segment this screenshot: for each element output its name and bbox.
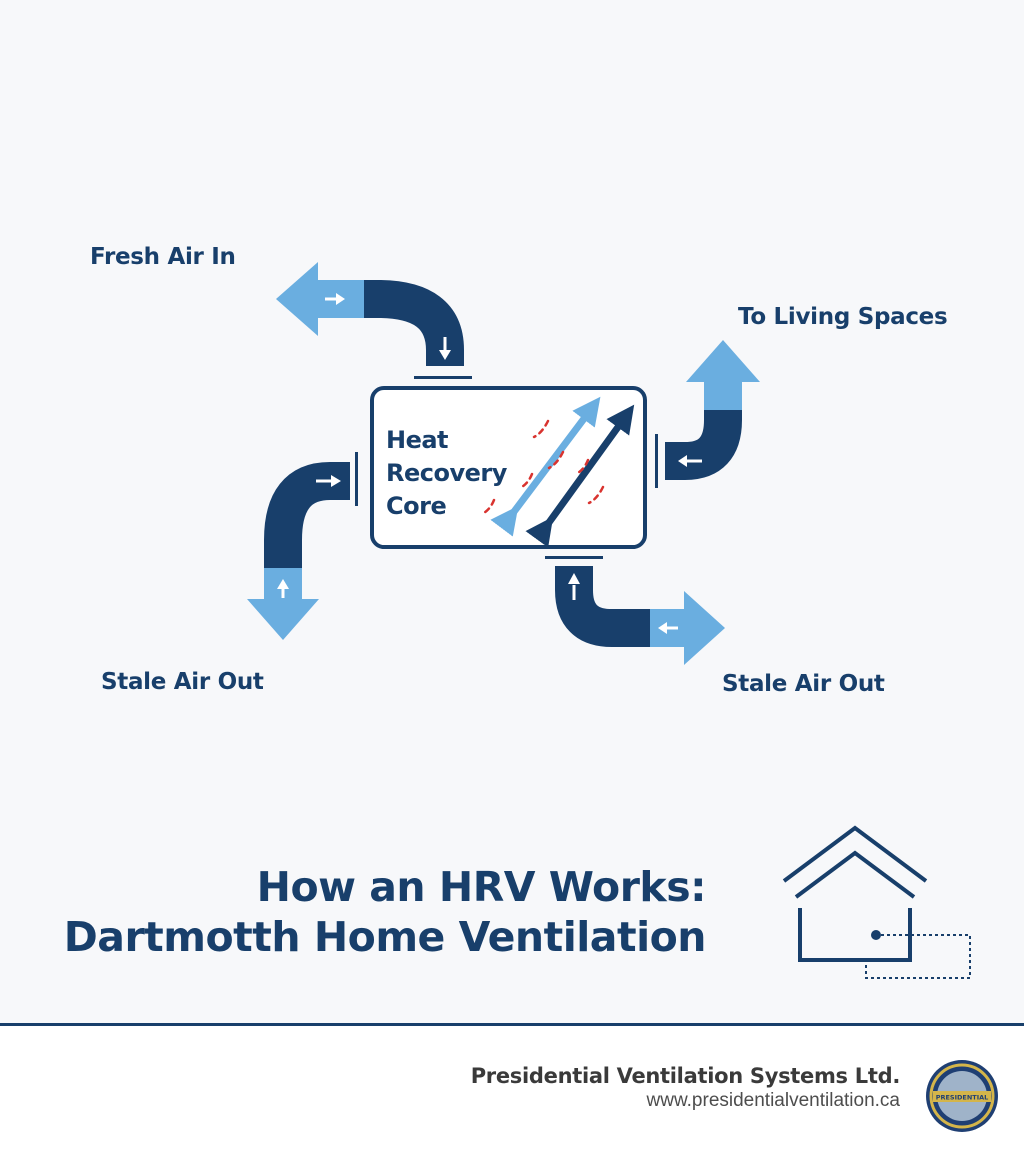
- arrow-up-icon: [568, 573, 580, 600]
- company-name: Presidential Ventilation Systems Ltd.: [470, 1064, 901, 1088]
- core-label-line1: Heat: [386, 426, 449, 454]
- stale-air-out-left-label: Stale Air Out: [101, 669, 264, 695]
- airflow-exchange-icon: [490, 396, 635, 548]
- arrow-right-icon: [325, 293, 345, 305]
- fresh-air-in-label: Fresh Air In: [90, 244, 236, 270]
- to-living-spaces-duct: [655, 340, 760, 488]
- core-label: Heat Recovery Core: [386, 424, 507, 523]
- to-living-spaces-label: To Living Spaces: [738, 304, 948, 330]
- company-url[interactable]: www.presidentialventilation.ca: [646, 1090, 900, 1111]
- stale-air-out-right-duct: [545, 556, 725, 665]
- title-line2: Dartmotth Home Ventilation: [63, 913, 707, 961]
- logo-text: PRESIDENTIAL: [936, 1094, 989, 1102]
- arrow-left-icon: [658, 622, 678, 634]
- title-line1: How an HRV Works:: [256, 863, 707, 911]
- footer: [0, 1026, 1024, 1154]
- footer-divider: [0, 1023, 1024, 1026]
- core-label-line3: Core: [386, 492, 447, 520]
- stale-air-out-right-label: Stale Air Out: [722, 671, 885, 697]
- page-title: How an HRV Works: Dartmotth Home Ventila…: [63, 862, 707, 962]
- core-label-line2: Recovery: [386, 459, 507, 487]
- arrow-up-icon: [277, 579, 289, 598]
- arrow-right-icon: [316, 475, 341, 487]
- fresh-air-in-duct: [276, 262, 472, 379]
- arrow-down-icon: [439, 337, 451, 360]
- arrow-left-icon: [678, 455, 702, 467]
- stale-air-out-left-duct: [247, 452, 358, 640]
- heat-transfer-icon: [480, 419, 605, 516]
- company-logo-badge: PRESIDENTIAL: [926, 1060, 998, 1132]
- house-icon: [782, 825, 971, 979]
